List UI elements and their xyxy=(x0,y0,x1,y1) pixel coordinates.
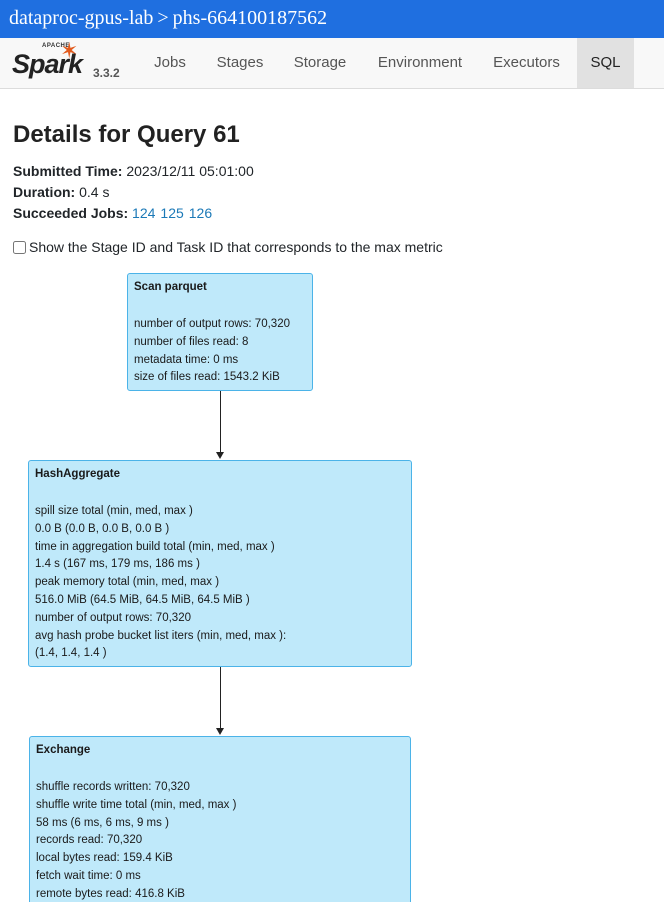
plan-node-metric: number of files read: 8 xyxy=(134,335,249,348)
plan-node-metric: 58 ms (6 ms, 6 ms, 9 ms ) xyxy=(36,816,169,829)
plan-node-metric: metadata time: 0 ms xyxy=(134,353,239,366)
plan-node-metric: 516.0 MiB (64.5 MiB, 64.5 MiB, 64.5 MiB … xyxy=(35,593,250,606)
submitted-time-label: Submitted Time: xyxy=(13,163,123,179)
tab-stages[interactable]: Stages xyxy=(216,54,264,71)
plan-edge-arrowhead xyxy=(216,452,224,459)
max-metric-toggle-row: Show the Stage ID and Task ID that corre… xyxy=(13,239,443,255)
tab-sql[interactable]: SQL xyxy=(577,38,634,88)
spark-version: 3.3.2 xyxy=(93,66,120,80)
tab-executors[interactable]: Executors xyxy=(493,54,560,71)
plan-node-metric: records read: 70,320 xyxy=(36,834,143,847)
tab-storage[interactable]: Storage xyxy=(293,54,347,71)
plan-node-title: Exchange xyxy=(36,744,91,756)
job-link[interactable]: 125 xyxy=(160,205,184,221)
job-link[interactable]: 124 xyxy=(132,205,156,221)
spark-logo[interactable]: APACHE Spark ✶ 3.3.2 xyxy=(12,40,132,86)
plan-node-metric: avg hash probe bucket list iters (min, m… xyxy=(35,629,287,642)
plan-node-title: Scan parquet xyxy=(134,281,207,293)
cluster-name: dataproc-gpus-lab xyxy=(9,7,154,29)
submitted-time-value: 2023/12/11 05:01:00 xyxy=(126,163,254,179)
plan-node-metric: time in aggregation build total (min, me… xyxy=(35,540,275,553)
plan-node-metric: number of output rows: 70,320 xyxy=(35,611,191,624)
max-metric-checkbox[interactable] xyxy=(13,240,26,254)
plan-node-metric: number of output rows: 70,320 xyxy=(134,318,290,330)
plan-node-metric: local bytes read: 159.4 KiB xyxy=(36,852,173,865)
top-navbar: APACHE Spark ✶ 3.3.2 Jobs Stages Storage… xyxy=(0,38,664,89)
plan-node-hash-aggregate[interactable]: HashAggregate spill size total (min, med… xyxy=(28,460,412,667)
duration-label: Duration: xyxy=(13,184,76,200)
plan-node-exchange[interactable]: Exchange shuffle records written: 70,320… xyxy=(29,736,411,902)
plan-node-metric: size of files read: 1543.2 KiB xyxy=(134,371,280,384)
plan-edge-arrowhead xyxy=(216,728,224,735)
succeeded-jobs-label: Succeeded Jobs: xyxy=(13,205,129,221)
duration-value: 0.4 s xyxy=(79,184,110,200)
window-title-bar: dataproc-gpus-lab>phs-664100187562 xyxy=(0,0,664,38)
plan-node-metric: shuffle write time total (min, med, max … xyxy=(36,798,237,811)
submitted-time-row: Submitted Time: 2023/12/11 05:01:00 xyxy=(13,163,254,179)
plan-node-scan-parquet[interactable]: Scan parquet number of output rows: 70,3… xyxy=(127,273,313,391)
plan-edge xyxy=(220,667,221,729)
plan-node-metric: 1.4 s (167 ms, 179 ms, 186 ms ) xyxy=(35,558,200,571)
plan-node-metric: (1.4, 1.4, 1.4 ) xyxy=(35,647,107,660)
plan-node-metric: shuffle records written: 70,320 xyxy=(36,781,190,793)
title-separator: > xyxy=(157,7,169,29)
plan-node-title: HashAggregate xyxy=(35,468,120,480)
tab-environment[interactable]: Environment xyxy=(377,54,463,71)
duration-row: Duration: 0.4 s xyxy=(13,184,109,200)
spark-wordmark: Spark xyxy=(12,49,83,79)
page-title: Details for Query 61 xyxy=(13,121,240,148)
max-metric-checkbox-label[interactable]: Show the Stage ID and Task ID that corre… xyxy=(29,239,443,255)
history-server-id: phs-664100187562 xyxy=(172,7,328,29)
plan-edge xyxy=(220,391,221,453)
plan-node-metric: peak memory total (min, med, max ) xyxy=(35,576,220,589)
spark-star-icon: ✶ xyxy=(60,38,79,63)
job-link[interactable]: 126 xyxy=(188,205,213,221)
plan-node-metric: fetch wait time: 0 ms xyxy=(36,869,141,882)
apache-wordmark: APACHE xyxy=(42,43,70,49)
plan-node-metric: remote bytes read: 416.8 KiB xyxy=(36,887,185,900)
tab-jobs[interactable]: Jobs xyxy=(154,54,186,71)
plan-node-metric: 0.0 B (0.0 B, 0.0 B, 0.0 B ) xyxy=(35,522,170,535)
plan-node-metric: spill size total (min, med, max ) xyxy=(35,505,193,517)
